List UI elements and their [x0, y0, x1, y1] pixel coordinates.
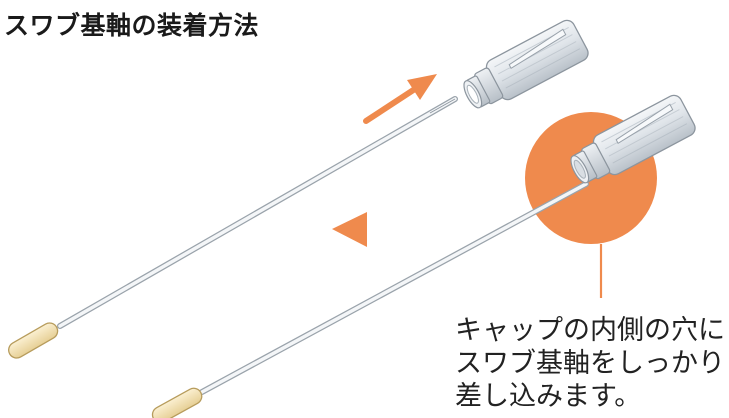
- caption-line-3: 差し込みます。: [455, 381, 642, 412]
- cap-detached: [463, 19, 589, 109]
- cap-attached: [570, 94, 696, 184]
- arrow-up-right-icon: [363, 74, 437, 124]
- caption-line-2: スワブ基軸をしっかり: [455, 348, 725, 379]
- swab-stick-assembled: [151, 181, 589, 418]
- caption-line-1: キャップの内側の穴に: [455, 315, 725, 346]
- page-title: スワブ基軸の装着方法: [4, 11, 260, 40]
- instruction-caption: キャップの内側の穴に スワブ基軸をしっかり 差し込みます。: [455, 314, 729, 413]
- triangle-left-icon: [332, 212, 367, 247]
- swab-stick-detached: [8, 96, 458, 359]
